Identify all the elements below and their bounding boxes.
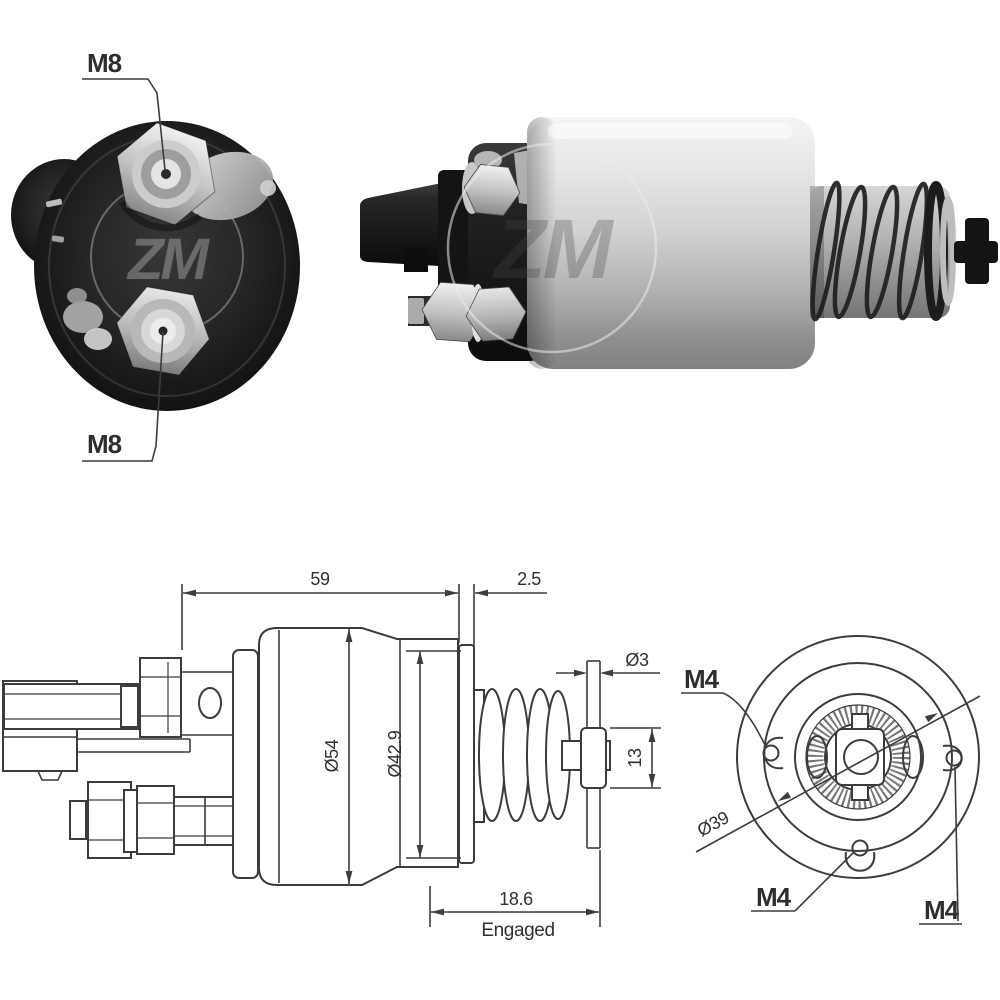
- connector-pin-mark: [45, 198, 63, 208]
- dim-o429-text: Ø42.9: [385, 730, 405, 777]
- label-m4-right: M4: [919, 766, 962, 925]
- m4-label: M4: [756, 882, 792, 912]
- label-m4-upper-left: M4: [681, 664, 766, 746]
- m4-hole-bottom: [844, 839, 876, 872]
- outer-circle: [736, 635, 980, 879]
- dim-body-diameter: Ø54: [322, 629, 353, 884]
- section-cross-pin: [580, 660, 607, 849]
- m4-label: M4: [684, 664, 720, 694]
- dim-59-text: 59: [310, 569, 330, 589]
- m8-leader-top: [82, 78, 166, 171]
- zm-watermark-text: ZM: [126, 227, 210, 292]
- rear-view-photo: ZM M8 M8: [11, 48, 300, 462]
- terminal-stud-bottom: [116, 286, 210, 376]
- dim-flange-thickness: 2.5: [473, 569, 547, 690]
- dim-bolt-circle: Ø39: [694, 695, 981, 853]
- cap-detail-blob: [67, 288, 87, 304]
- solenoid-body: [527, 117, 815, 369]
- zm-watermark: ZM: [446, 142, 658, 354]
- dim-body-length: 59: [181, 569, 460, 650]
- section-stud-bottom: [69, 781, 234, 859]
- dim-o54-text: Ø54: [322, 739, 342, 772]
- m8-leader-bottom: [82, 331, 164, 462]
- connector-pin-mark: [51, 235, 65, 243]
- m8-label-bottom: M8: [87, 429, 122, 459]
- section-stud-top: [3, 657, 233, 738]
- strap-highlight: [260, 180, 276, 196]
- cap-detail-blob: [84, 328, 112, 350]
- dim-flange-diameter: Ø42.9: [385, 650, 461, 859]
- terminal-stud-top: [116, 122, 216, 232]
- zm-watermark: ZM: [90, 180, 244, 334]
- center-bore: [843, 739, 879, 775]
- side-view-photo: ZM: [360, 117, 998, 369]
- contact-lobe-left: [806, 735, 828, 779]
- boss-circle: [794, 693, 922, 821]
- hex-nut-top: [463, 164, 521, 216]
- leader-dot: [158, 326, 168, 336]
- hex-nut-bottom-1: [421, 281, 489, 343]
- section-body-outline: [258, 627, 459, 886]
- dim-13-text: 13: [625, 748, 645, 768]
- drive-cross-pin: [954, 218, 998, 284]
- section-boot-spring: [473, 688, 571, 823]
- guide-tab-top: [851, 713, 869, 731]
- contact-lobe-right: [902, 735, 924, 779]
- engaged-caption: Engaged: [481, 920, 554, 941]
- connector-tab: [404, 248, 428, 272]
- knurl-ring: [806, 705, 910, 809]
- label-m4-bottom: M4: [751, 851, 855, 912]
- body-top-highlight: [548, 123, 792, 139]
- dim-pin-diameter: Ø3: [556, 650, 660, 677]
- m8-label-top: M8: [87, 48, 122, 78]
- dim-25-text: 2.5: [517, 569, 541, 589]
- cap-detail-blob: [63, 301, 103, 333]
- end-view-drawing: Ø39 M4 M4 M4: [681, 635, 981, 925]
- body-left-shade: [527, 117, 557, 369]
- plunger-bright-ring: [940, 196, 956, 306]
- guide-tab-bottom: [851, 784, 869, 801]
- dim-engaged: 18.6 Engaged: [429, 850, 601, 941]
- hex-nut-bottom-2: [465, 286, 527, 342]
- return-spring: [810, 180, 930, 322]
- dim-o3-text: Ø3: [625, 650, 649, 670]
- m4-hole-right: [942, 744, 963, 772]
- section-drawing: 59 2.5 Ø54 Ø42.9: [2, 569, 661, 941]
- stud-tip-bottom: [408, 298, 424, 324]
- m4-hole-left: [762, 736, 784, 770]
- dim-pin-sleeve: 13: [610, 727, 661, 789]
- dim-186-text: 18.6: [499, 889, 533, 909]
- zm-watermark-text: ZM: [492, 202, 614, 296]
- section-front-flange: [458, 644, 475, 864]
- leader-dot: [161, 169, 171, 179]
- m4-label: M4: [924, 895, 960, 925]
- section-rear-plate: [232, 649, 259, 879]
